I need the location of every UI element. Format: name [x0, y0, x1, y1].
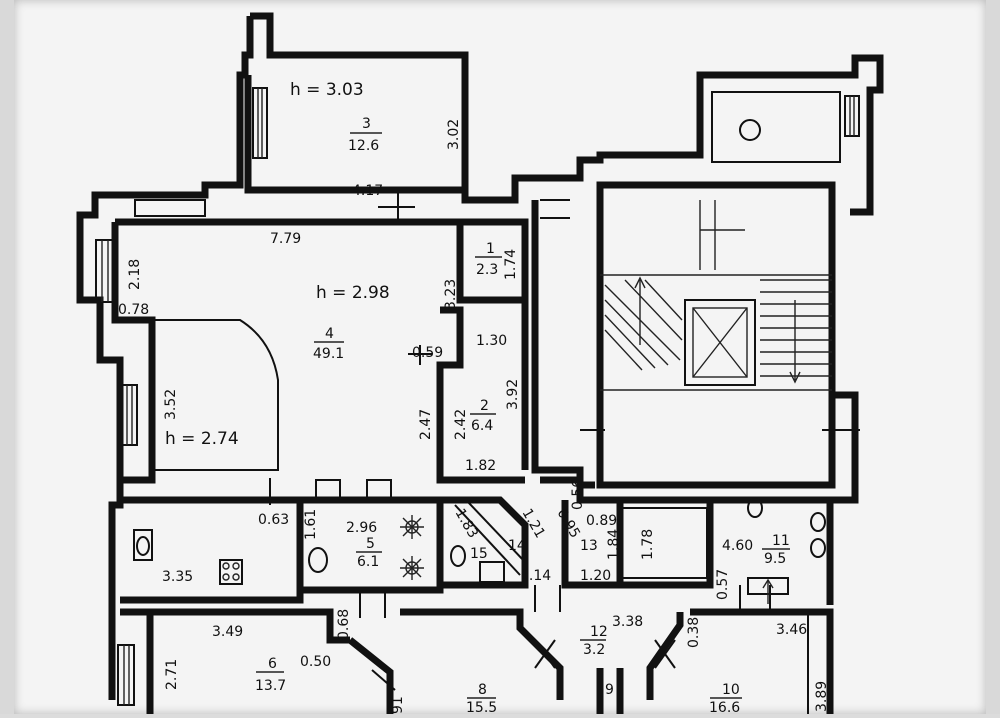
room-5-number: 5 [366, 536, 375, 552]
room-2-area: 6.4 [471, 418, 493, 434]
room-3-number: 3 [362, 116, 371, 132]
room-10-area: 16.6 [709, 700, 740, 714]
room-1-number: 1 [486, 241, 495, 257]
room-6-number: 6 [268, 656, 277, 672]
room-8-number: 8 [478, 682, 487, 698]
floor-plan: h = 3.03 3 12.6 h = 2.98 4 49.1 h = 2.74… [76, 12, 884, 716]
room-12-area: 3.2 [583, 642, 605, 658]
dim-label: 1.20 [580, 568, 611, 584]
dim-label: 7.79 [270, 231, 301, 247]
dim-label: 3.23 [443, 279, 459, 310]
staircase [600, 200, 832, 391]
dim-label: 2.71 [164, 659, 180, 690]
dim-label: 1.30 [476, 333, 507, 349]
room-11-area: 9.5 [764, 551, 786, 567]
dim-label: 0.78 [118, 302, 149, 318]
dim-label: 1.14 [520, 568, 551, 584]
room-6-area: 13.7 [255, 678, 286, 694]
dim-label: 0.63 [258, 512, 289, 528]
dim-label: 3.52 [163, 389, 179, 420]
dim-label: 3.46 [776, 622, 807, 638]
dim-label: 3.89 [814, 681, 830, 712]
room-11-number: 11 [772, 533, 790, 549]
dim-label: 0.57 [715, 569, 731, 600]
dim-label: 4.60 [722, 538, 753, 554]
room-labels: h = 3.03 3 12.6 h = 2.98 4 49.1 h = 2.74… [165, 80, 790, 716]
dim-label: 1.78 [640, 529, 656, 560]
dim-label: 0.59 [412, 345, 443, 361]
light-fixture-icon [400, 515, 424, 539]
dim-label: 2.96 [346, 520, 377, 536]
dim-label: 0.68 [336, 609, 352, 640]
room-13-number: 13 [580, 538, 598, 554]
light-fixture-icon [400, 556, 424, 580]
room-4-number: 4 [325, 326, 334, 342]
dim-label: 2.47 [418, 409, 434, 440]
room-15-number: 15 [470, 546, 488, 562]
dim-label: 0.50 [300, 654, 331, 670]
room-2-number: 2 [480, 398, 489, 414]
room-4-height: h = 2.98 [316, 283, 390, 303]
dim-label: 1.74 [503, 249, 519, 280]
dimension-labels: 3.02 4.17 7.79 2.18 0.78 1.74 3.23 1.30 … [118, 119, 830, 714]
room-4-area: 49.1 [313, 346, 344, 362]
dim-label: 3.38 [612, 614, 643, 630]
room-10-number: 10 [722, 682, 740, 698]
room-8-area: 15.5 [466, 700, 497, 714]
dim-label: 3.49 [212, 624, 243, 640]
dim-label: 2.18 [127, 259, 143, 290]
room-4-height-low: h = 2.74 [165, 429, 239, 449]
room-12-number: 12 [590, 624, 608, 640]
dim-label: 0.38 [686, 617, 702, 648]
dim-label: 3.92 [505, 379, 521, 410]
dim-label: 0.95 [554, 506, 583, 541]
floor-plan-sheet: h = 3.03 3 12.6 h = 2.98 4 49.1 h = 2.74… [14, 0, 986, 716]
room-9-number: 9 [605, 682, 614, 698]
room-14-number: 14 [508, 538, 526, 554]
room-3-height: h = 3.03 [290, 80, 364, 100]
dim-label: 91 [390, 696, 406, 714]
dim-label: 1.61 [303, 509, 319, 540]
dim-label: 3.02 [446, 119, 462, 150]
dim-label: 3.35 [162, 569, 193, 585]
dim-label: 2.42 [453, 409, 469, 440]
room-3-area: 12.6 [348, 138, 379, 154]
interior-details [95, 87, 860, 714]
dim-label: 4.17 [352, 183, 383, 199]
room-1-area: 2.3 [476, 262, 498, 278]
dim-label: 1.82 [465, 458, 496, 474]
room-5-area: 6.1 [357, 554, 379, 570]
dim-label: 0.89 [586, 513, 617, 529]
dim-label: 1.84 [606, 529, 622, 560]
walls [76, 12, 884, 714]
dim-label: 0.56 [570, 479, 586, 510]
